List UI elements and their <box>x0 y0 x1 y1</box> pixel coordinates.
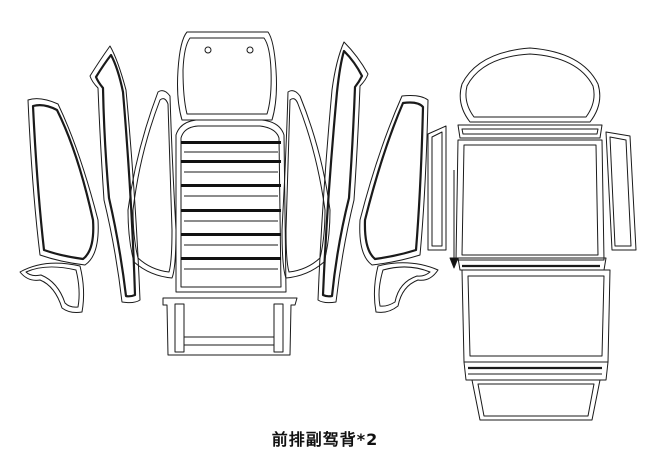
headrest-hole-right <box>246 46 254 54</box>
rib-3 <box>181 184 281 187</box>
right-long-strip <box>317 41 369 304</box>
rib-2 <box>181 160 281 163</box>
rib-1 <box>181 141 281 144</box>
left-side-panel <box>27 98 99 266</box>
left-bottom-curve-piece <box>19 262 85 313</box>
right-bottom-band <box>463 361 609 381</box>
right-dome-top-panel <box>459 47 601 123</box>
left-inner-wing <box>127 90 177 279</box>
left-long-strip <box>89 45 141 304</box>
right-lower-panel <box>461 269 611 363</box>
center-back-panel <box>175 119 287 293</box>
center-bottom-tab <box>162 297 298 356</box>
right-side-panel <box>359 95 429 266</box>
right-side-strip <box>605 131 637 251</box>
rib-6 <box>181 257 281 260</box>
center-headrest-panel <box>177 31 277 121</box>
right-bottom-tab <box>471 379 601 421</box>
narrow-side-strip <box>427 125 447 251</box>
diagram-caption: 前排副驾背*2 <box>271 430 379 449</box>
rib-5 <box>181 233 281 236</box>
right-bottom-curve-piece <box>373 262 439 313</box>
right-main-back-panel <box>455 139 605 261</box>
headrest-hole-left <box>204 46 212 54</box>
rib-4 <box>181 209 281 212</box>
right-upper-band <box>457 124 603 139</box>
right-inner-wing <box>281 90 331 279</box>
